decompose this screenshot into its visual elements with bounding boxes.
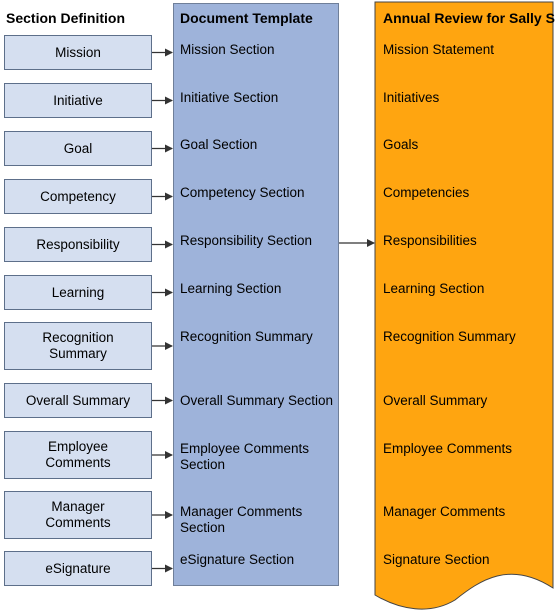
- review-section-item: Manager Comments: [383, 504, 506, 519]
- section-definition-box: Competency: [4, 179, 152, 214]
- review-section-item: Competencies: [383, 185, 470, 200]
- section-definition-box: Responsibility: [4, 227, 152, 262]
- template-section-item: Responsibility Section: [180, 233, 313, 248]
- template-section-item: Initiative Section: [180, 90, 279, 105]
- review-section-item: Overall Summary: [383, 393, 488, 408]
- section-definition-box: Employee Comments: [4, 431, 152, 479]
- review-section-item: Mission Statement: [383, 42, 495, 57]
- template-section-item: Manager Comments Section: [180, 504, 303, 535]
- section-definition-box: Initiative: [4, 83, 152, 118]
- template-section-item: Learning Section: [180, 281, 282, 296]
- section-definition-box: eSignature: [4, 551, 152, 586]
- review-section-item: Initiatives: [383, 90, 440, 105]
- template-section-item: Mission Section: [180, 42, 275, 57]
- section-definition-box: Mission: [4, 35, 152, 70]
- section-definition-box: Overall Summary: [4, 383, 152, 418]
- template-section-item: eSignature Section: [180, 552, 295, 567]
- review-section-item: Signature Section: [383, 552, 490, 567]
- document-template-panel: [173, 3, 339, 586]
- review-section-item: Employee Comments: [383, 441, 513, 456]
- document-template-title: Document Template: [180, 10, 313, 26]
- review-section-item: Recognition Summary: [383, 329, 516, 344]
- review-section-item: Goals: [383, 137, 419, 152]
- review-section-item: Learning Section: [383, 281, 485, 296]
- template-section-item: Goal Section: [180, 137, 258, 152]
- section-definition-title: Section Definition: [6, 10, 125, 26]
- section-definition-box: Manager Comments: [4, 491, 152, 539]
- review-section-item: Responsibilities: [383, 233, 477, 248]
- section-definition-box: Recognition Summary: [4, 322, 152, 370]
- template-section-item: Competency Section: [180, 185, 305, 200]
- section-definition-box: Learning: [4, 275, 152, 310]
- template-section-item: Overall Summary Section: [180, 393, 334, 408]
- review-title: Annual Review for Sally S: [383, 10, 555, 26]
- template-section-item: Employee Comments Section: [180, 441, 310, 472]
- section-definition-box: Goal: [4, 131, 152, 166]
- template-section-item: Recognition Summary: [180, 329, 313, 344]
